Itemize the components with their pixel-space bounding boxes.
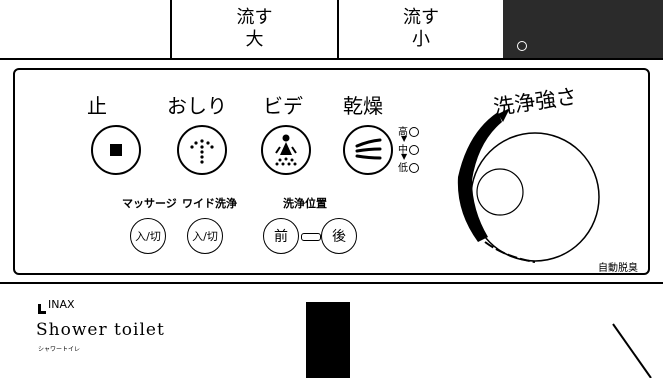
product-name: Shower toilet (36, 320, 165, 340)
body-edge-line (612, 323, 652, 378)
bidet-label: ビデ (263, 94, 303, 118)
position-front-button[interactable]: 前 (263, 218, 299, 254)
dial-outer-ring (470, 132, 600, 262)
battery-label: 電池 (523, 78, 536, 109)
airflow-icon (355, 138, 382, 160)
strength-dial[interactable] (430, 92, 630, 272)
dry-label: 乾燥 (343, 94, 383, 118)
level-low-label: 低 (398, 163, 408, 174)
flush-large-line1: 流す (236, 7, 273, 28)
flush-small-button[interactable]: 流す 小 (337, 0, 503, 58)
stop-label: 止 (87, 94, 107, 118)
toilet-body: INAX Shower toilet シャワートイレ (0, 282, 663, 378)
wide-toggle-button[interactable]: 入/切 (187, 218, 223, 254)
flush-small-line2: 小 (412, 29, 430, 50)
level-low: 低 (398, 159, 419, 174)
flush-strip: 流す 大 流す 小 電池 (0, 0, 663, 109)
position-label: 洗浄位置 (283, 197, 327, 210)
level-high-label: 高 (398, 127, 408, 138)
massage-toggle-button[interactable]: 入/切 (130, 218, 166, 254)
flush-large-line2: 大 (245, 29, 264, 50)
level-high-led-icon (409, 127, 419, 137)
level-low-led-icon (409, 163, 419, 173)
wide-label: ワイド洗浄 (182, 197, 237, 210)
oshiri-button[interactable] (177, 125, 227, 175)
stop-button[interactable] (91, 125, 141, 175)
bidet-figure-icon (275, 134, 297, 166)
battery-indicator: 電池 (503, 0, 663, 109)
control-panel: 止 おしり ビデ 乾燥 高 ▼ (13, 68, 650, 275)
oshiri-label: おしり (167, 94, 227, 118)
flush-small-line1: 流す (403, 7, 439, 28)
arrow-down-icon: ▼ (401, 152, 408, 161)
battery-led-icon (517, 40, 527, 51)
dial-knob[interactable] (476, 168, 524, 216)
massage-label: マッサージ (122, 197, 177, 210)
stop-icon (110, 144, 122, 156)
position-back-button[interactable]: 後 (321, 218, 357, 254)
position-slider-icon (301, 233, 321, 241)
inax-logo-icon (38, 304, 46, 314)
brand-name: INAX (48, 298, 75, 311)
arrow-down-icon: ▼ (401, 134, 408, 143)
flush-large-button[interactable]: 流す 大 (170, 0, 337, 58)
oshiri-spray-icon (190, 139, 214, 164)
level-mid-label: 中 (398, 145, 408, 156)
level-high: 高 (398, 123, 419, 138)
bidet-button[interactable] (261, 125, 311, 175)
level-mid-led-icon (409, 145, 419, 155)
dry-button[interactable] (343, 125, 393, 175)
strength-arc-icon (457, 112, 502, 242)
deodorize-label: 自動脱臭 (598, 263, 638, 274)
sensor-window (306, 302, 350, 378)
level-mid: 中 (398, 141, 419, 156)
product-sub: シャワートイレ (38, 346, 81, 353)
